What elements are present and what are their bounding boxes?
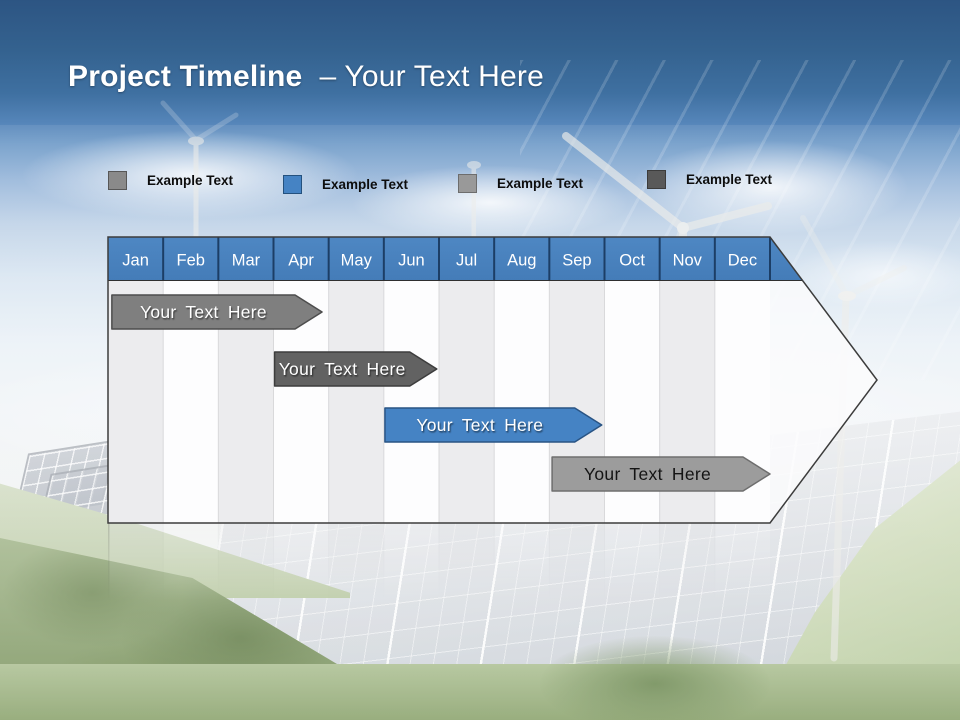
legend-item[interactable]: Example Text <box>458 173 583 193</box>
timeline-bar-label: Your Text Here <box>279 359 406 379</box>
timeline-arrow-outline <box>107 236 878 524</box>
month-header-band <box>108 237 877 281</box>
timeline-bar[interactable] <box>551 456 771 492</box>
legend-swatch <box>458 173 477 193</box>
month-label: Aug <box>507 252 536 270</box>
month-label: Dec <box>728 252 757 270</box>
month-label: Oct <box>619 252 645 270</box>
month-column <box>439 281 495 523</box>
timeline-bar[interactable] <box>273 351 438 387</box>
bush <box>540 636 770 720</box>
legend-swatch <box>647 169 666 189</box>
month-column <box>494 281 550 523</box>
cloud <box>790 240 960 310</box>
timeline-bar[interactable] <box>384 407 603 443</box>
legend-label: Example Text <box>686 171 773 187</box>
legend-swatch <box>283 174 302 194</box>
month-label: Jul <box>456 252 477 270</box>
month-label: Apr <box>288 252 314 270</box>
legend-label: Example Text <box>497 175 584 191</box>
cloud <box>350 165 630 240</box>
timeline-bar-label: Your Text Here <box>416 415 543 435</box>
month-column <box>328 281 384 523</box>
title-regular-text <box>311 60 320 93</box>
month-label: Feb <box>177 252 205 270</box>
legend-item[interactable]: Example Text <box>108 170 233 190</box>
month-label: May <box>341 252 373 270</box>
title-rest-text: – Your Text Here <box>319 60 544 93</box>
month-label: Nov <box>673 252 703 270</box>
month-label: Jan <box>122 252 149 270</box>
legend-label: Example Text <box>322 176 409 192</box>
month-column <box>383 281 439 523</box>
timeline-bar-label: Your Text Here <box>140 302 267 322</box>
grass <box>0 664 960 720</box>
timeline-bar-label: Your Text Here <box>584 464 711 484</box>
legend-swatch <box>108 170 127 190</box>
legend-item[interactable]: Example Text <box>647 169 772 189</box>
chart-reflection <box>108 523 770 601</box>
month-label: Sep <box>562 252 591 270</box>
legend-item[interactable]: Example Text <box>283 174 408 194</box>
title-bold-text: Project Timeline <box>68 60 303 93</box>
month-label: Mar <box>232 252 261 270</box>
month-label: Jun <box>398 252 425 270</box>
timeline-interior: Jan Feb Mar Apr May Jun Jul Aug Sep Oct Nov Dec <box>108 237 877 523</box>
page-title[interactable]: Project Timeline – Your Text Here <box>68 60 544 94</box>
legend-label: Example Text <box>147 172 234 188</box>
cloud <box>20 130 360 220</box>
timeline-bar[interactable] <box>111 294 323 330</box>
